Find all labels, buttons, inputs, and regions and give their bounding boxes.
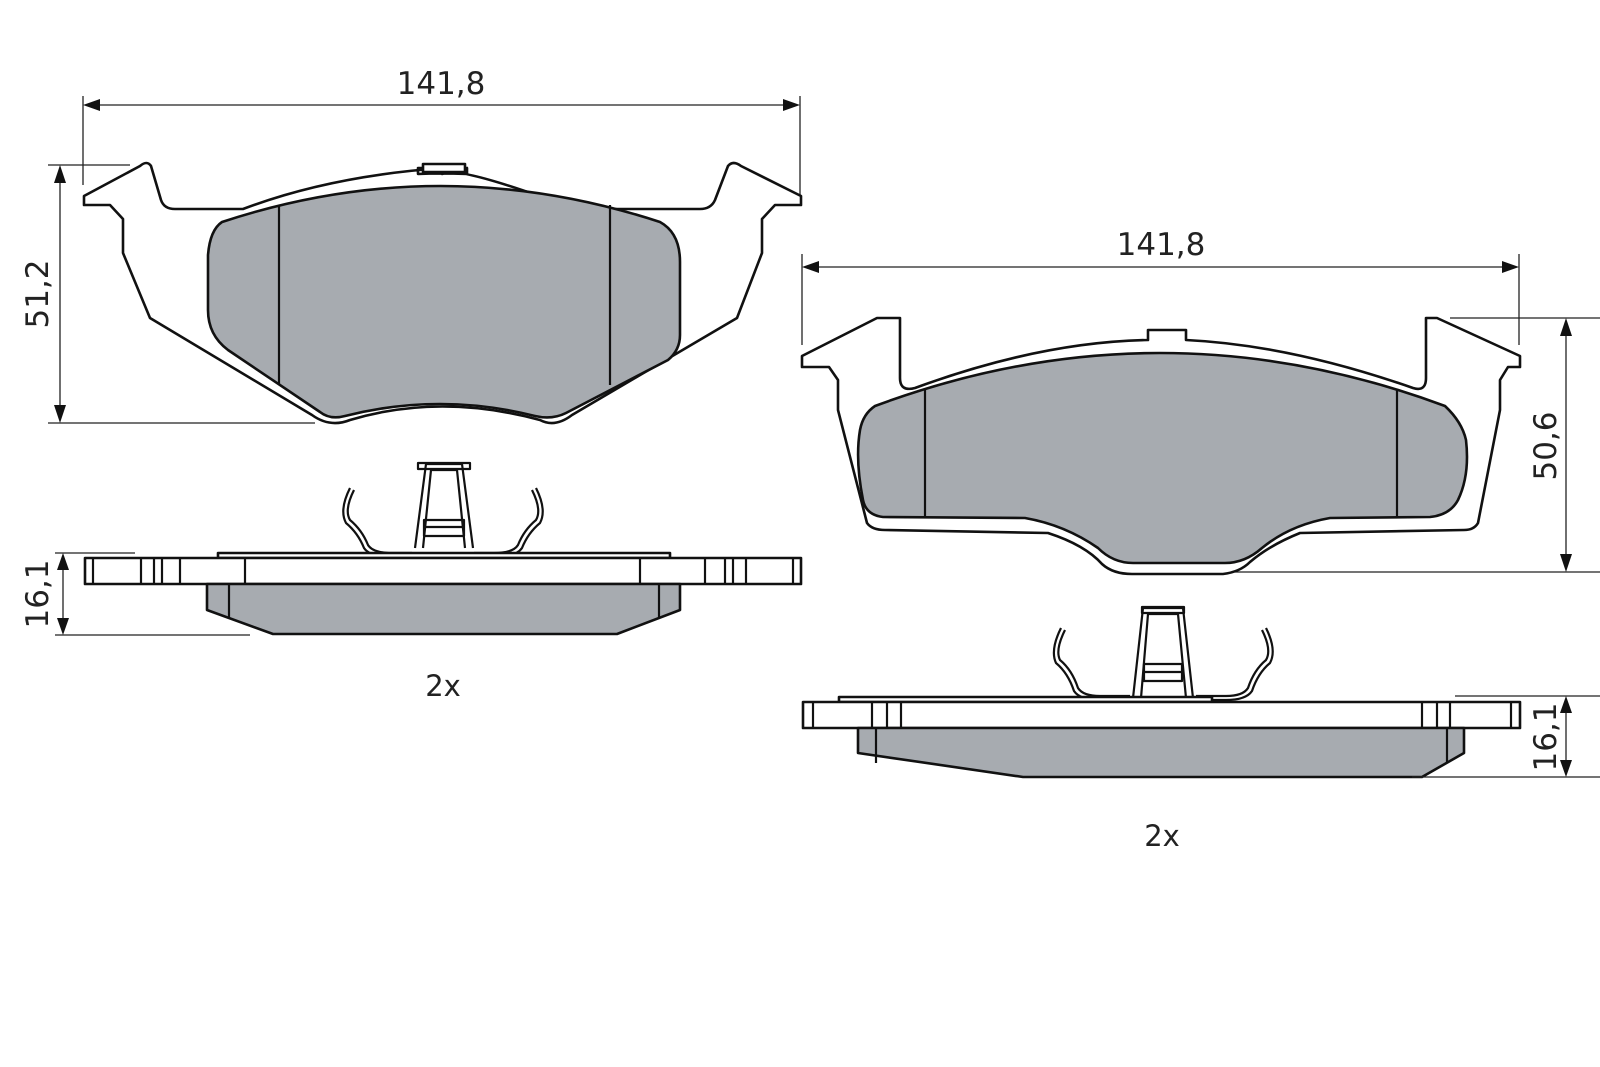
- right-quantity-label: 2x: [1144, 819, 1180, 853]
- left-pad-side-view: 16,1 2x: [20, 461, 803, 703]
- left-quantity-label: 2x: [425, 669, 461, 703]
- right-height-label: 50,6: [1528, 411, 1564, 480]
- left-side-backing-plate: [83, 556, 803, 586]
- left-friction-material: [206, 184, 682, 419]
- left-height-label: 51,2: [20, 259, 56, 328]
- right-pad-side-view: 16,1 2x: [801, 605, 1600, 853]
- left-side-plate-lines: [91, 558, 795, 584]
- right-side-backing-plate: [801, 700, 1522, 730]
- left-width-label: 141,8: [397, 66, 486, 102]
- right-side-plate-lines: [811, 702, 1513, 728]
- left-width-dimension: 141,8: [82, 66, 801, 200]
- left-thickness-dimension: 16,1: [20, 552, 250, 636]
- left-height-dimension: 51,2: [20, 164, 315, 424]
- right-height-dimension: 50,6: [1235, 317, 1600, 573]
- right-thickness-dimension: 16,1: [1412, 695, 1600, 778]
- right-thickness-label: 16,1: [1528, 702, 1564, 771]
- left-center-tab: [421, 162, 467, 174]
- right-side-friction-block: [856, 726, 1466, 779]
- right-width-dimension: 141,8: [801, 227, 1520, 345]
- right-friction-material: [856, 351, 1469, 565]
- left-pad-front-view: 141,8 51,2: [20, 66, 803, 425]
- right-spring-clip: [1052, 605, 1274, 702]
- left-spring-clip: [342, 461, 544, 559]
- left-side-friction-block: [205, 582, 682, 636]
- right-width-label: 141,8: [1117, 227, 1206, 263]
- right-pad-front-view: 141,8 50,6: [800, 227, 1600, 576]
- left-thickness-label: 16,1: [20, 559, 56, 628]
